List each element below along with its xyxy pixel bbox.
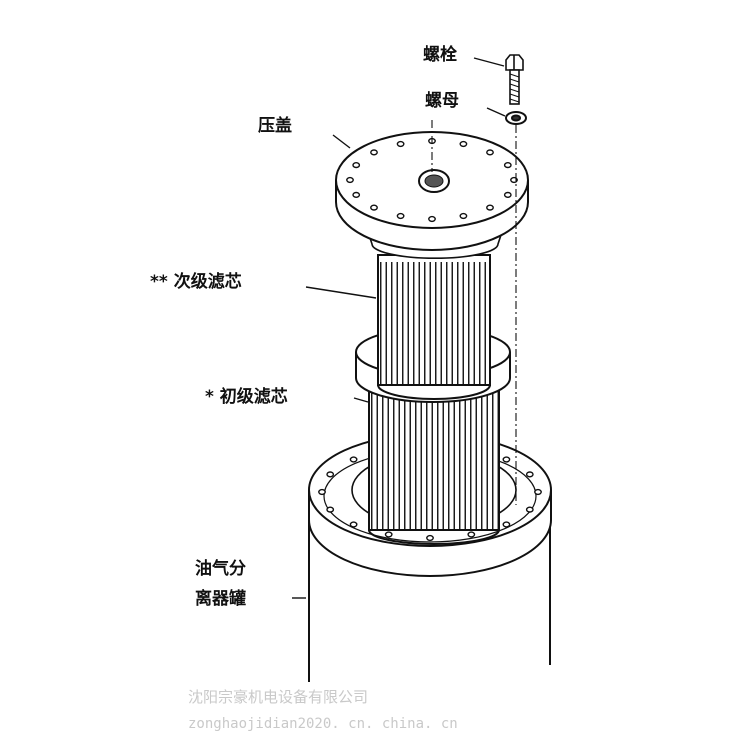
bolt-hole [326, 506, 335, 513]
bolt-hole [486, 149, 494, 156]
bolt-hole [318, 488, 326, 496]
bolt-hole [486, 204, 494, 211]
secondary-filter-element [377, 254, 491, 400]
bolt-hole [502, 456, 511, 463]
assembly-centerlines [431, 120, 517, 505]
bolt-hole [467, 531, 476, 538]
bolt-hole [503, 162, 512, 169]
bolt-hole [534, 488, 542, 496]
bolt-hole [525, 471, 534, 478]
watermark-company: 沈阳宗豪机电设备有限公司 [188, 688, 368, 706]
bolt-hole [370, 204, 378, 211]
bolt-hole [346, 176, 354, 184]
bolt-hole [352, 191, 361, 199]
tank-label-line1: 油气分 [195, 558, 246, 579]
primary-filter-element [368, 384, 500, 545]
leader-lines [292, 57, 506, 599]
secondary-filter-label: ** 次级滤芯 [150, 271, 242, 292]
bolt-hole [426, 534, 434, 542]
bolt-hole [384, 531, 393, 538]
bolt-hole [352, 162, 361, 169]
bolt-hole [502, 521, 511, 528]
bolt-hole [396, 212, 405, 220]
bolt-hole [525, 506, 534, 513]
nut-label: 螺母 [425, 91, 459, 111]
cover-label: 压盖 [258, 115, 292, 136]
tank-label-line2: 离器罐 [195, 588, 246, 609]
bolt-label: 螺栓 [423, 44, 457, 65]
bolt-hole [370, 149, 378, 156]
bolt-hole [428, 215, 436, 223]
nut [505, 111, 527, 125]
bolt-hole [503, 191, 512, 199]
watermark-url: zonghaojidian2020. cn. china. cn [188, 716, 458, 732]
primary-filter-label: * 初级滤芯 [205, 386, 288, 407]
bolt-hole [349, 456, 358, 463]
bolt-hole [396, 140, 405, 148]
bolt-hole [326, 471, 335, 478]
bolt [505, 54, 524, 105]
bolt-hole [459, 140, 468, 148]
bolt-hole [349, 521, 358, 528]
bolt-hole [459, 212, 468, 220]
cover-plate [335, 131, 529, 260]
